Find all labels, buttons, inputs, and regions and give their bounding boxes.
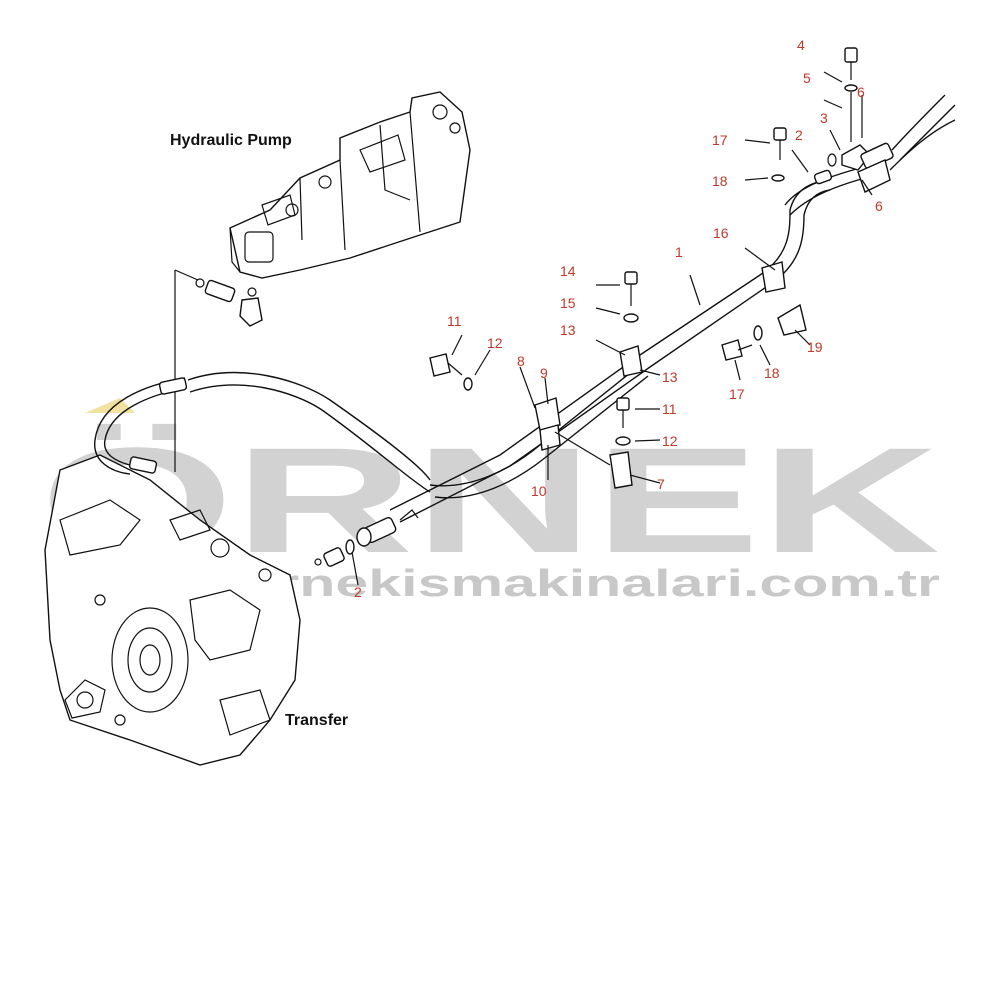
callout-1: 1 — [675, 244, 683, 260]
pump-hose — [94, 371, 431, 493]
callout-3: 3 — [820, 110, 828, 126]
callout-18-top: 18 — [712, 173, 728, 189]
transfer-title: Transfer — [285, 712, 348, 729]
watermark-accent-icon — [85, 398, 135, 413]
callout-13-left: 13 — [560, 322, 576, 338]
upper-fittings — [813, 47, 956, 193]
callout-13-right: 13 — [662, 369, 678, 385]
transfer-fittings — [314, 539, 359, 586]
hydraulic-pump — [229, 91, 471, 279]
callout-4: 4 — [797, 37, 805, 53]
callout-2-bottom: 2 — [354, 584, 362, 600]
callout-14: 14 — [560, 263, 576, 279]
callout-2-top: 2 — [795, 127, 803, 143]
pump-fitting — [174, 269, 263, 472]
callout-6-top: 6 — [857, 84, 865, 100]
callout-7: 7 — [657, 476, 665, 492]
callout-8: 8 — [517, 353, 525, 369]
hydraulic-pump-title: Hydraulic Pump — [170, 132, 292, 149]
callout-11-right: 11 — [662, 401, 677, 417]
clamps-bolts — [429, 127, 807, 489]
callout-labels: 1 16 4 5 6 3 2 6 17 18 14 15 13 13 11 12… — [354, 37, 883, 600]
leader-lines — [451, 71, 873, 484]
callout-17-top: 17 — [712, 132, 728, 148]
callout-12-left: 12 — [487, 335, 503, 351]
callout-17-bottom: 17 — [729, 386, 745, 402]
callout-6-right: 6 — [875, 198, 883, 214]
callout-16: 16 — [713, 225, 729, 241]
callout-19: 19 — [807, 339, 823, 355]
callout-12-right: 12 — [662, 433, 678, 449]
callout-15: 15 — [560, 295, 576, 311]
callout-11-left: 11 — [447, 313, 462, 329]
callout-18-bottom: 18 — [764, 365, 780, 381]
callout-10: 10 — [531, 483, 547, 499]
transfer-case — [44, 454, 301, 766]
callout-9: 9 — [540, 365, 548, 381]
main-tube — [356, 167, 866, 547]
callout-5: 5 — [803, 70, 811, 86]
